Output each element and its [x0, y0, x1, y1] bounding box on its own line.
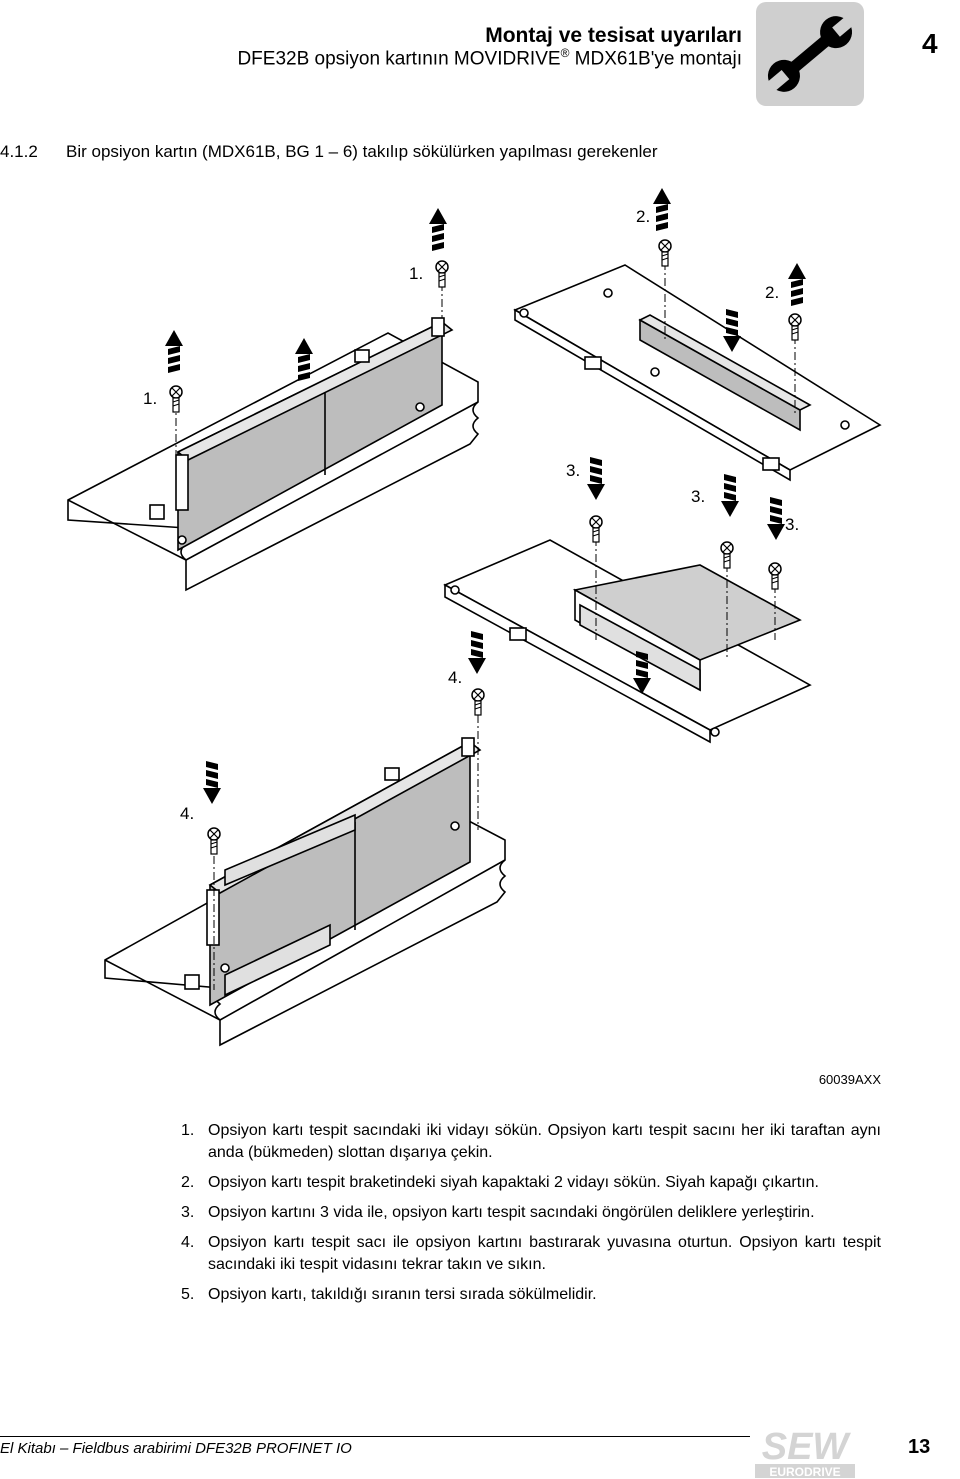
label-3b: 3. — [691, 487, 705, 506]
step-item: 3. Opsiyon kartını 3 vida ile, opsiyon ka… — [181, 1202, 881, 1224]
section-title: Bir opsiyon kartın (MDX61B, BG 1 – 6) ta… — [66, 142, 658, 161]
step-number: 2. — [181, 1174, 195, 1191]
svg-text:EURODRIVE: EURODRIVE — [769, 1465, 840, 1478]
step-number: 3. — [181, 1204, 195, 1221]
header-title: Montaj ve tesisat uyarıları — [485, 24, 742, 47]
step-number: 4. — [181, 1234, 195, 1251]
registered-mark: ® — [560, 46, 570, 60]
unit-1 — [67, 317, 480, 592]
label-4a: 4. — [448, 668, 462, 687]
sew-eurodrive-logo: SEW EURODRIVE — [755, 1426, 855, 1478]
wrench-icon — [764, 13, 857, 94]
header-subtitle: DFE32B opsiyon kartının MOVIDRIVE® MDX61… — [237, 46, 742, 70]
step-item: 5. Opsiyon kartı, takıldığı sıranın tersi… — [181, 1284, 881, 1306]
label-1a: 1. — [143, 389, 157, 408]
step-text: Opsiyon kartı tespit braketindeki siyah … — [208, 1174, 819, 1191]
step-text: Opsiyon kartı, takıldığı sıranın tersi s… — [208, 1286, 597, 1303]
step-text: Opsiyon kartı tespit sacındaki iki viday… — [208, 1122, 881, 1161]
label-2b: 2. — [765, 283, 779, 302]
svg-text:SEW: SEW — [762, 1426, 852, 1468]
step-number: 5. — [181, 1286, 195, 1303]
label-2a: 2. — [636, 207, 650, 226]
steps-list: 1. Opsiyon kartı tespit sacındaki iki vid… — [181, 1120, 881, 1314]
figure-id: 60039AXX — [818, 1072, 881, 1087]
step-item: 2. Opsiyon kartı tespit braketindeki siya… — [181, 1172, 881, 1194]
unit-4 — [104, 737, 507, 1047]
section-number: 4.1.2 — [0, 142, 38, 161]
page-number: 13 — [908, 1436, 931, 1458]
footer-divider — [0, 1436, 750, 1437]
label-3c: 3. — [785, 515, 799, 534]
header-subtitle-pre: DFE32B opsiyon kartının MOVIDRIVE — [237, 48, 561, 70]
label-3a: 3. — [566, 461, 580, 480]
wrench-icon-box — [756, 2, 864, 106]
unit-2 — [513, 264, 882, 482]
section-heading: 4.1.2 Bir opsiyon kartın (MDX61B, BG 1 – … — [0, 142, 657, 162]
footer-text: El Kitabı – Fieldbus arabirimi DFE32B PR… — [0, 1440, 352, 1457]
step-item: 1. Opsiyon kartı tespit sacındaki iki vid… — [181, 1120, 881, 1164]
step-number: 1. — [181, 1122, 195, 1139]
label-4b: 4. — [180, 804, 194, 823]
header-subtitle-post: MDX61B'ye montajı — [569, 48, 742, 70]
chapter-number: 4 — [922, 28, 938, 59]
step-item: 4. Opsiyon kartı tespit sacı ile opsiyon … — [181, 1232, 881, 1276]
unit-3 — [443, 539, 812, 744]
step-text: Opsiyon kartı tespit sacı ile opsiyon ka… — [208, 1234, 881, 1273]
installation-figure: 1. 1. 2. 2. 3. 3. 3. 4. 4. — [67, 188, 882, 1047]
label-1b: 1. — [409, 264, 423, 283]
step-text: Opsiyon kartını 3 vida ile, opsiyon kart… — [208, 1204, 815, 1221]
